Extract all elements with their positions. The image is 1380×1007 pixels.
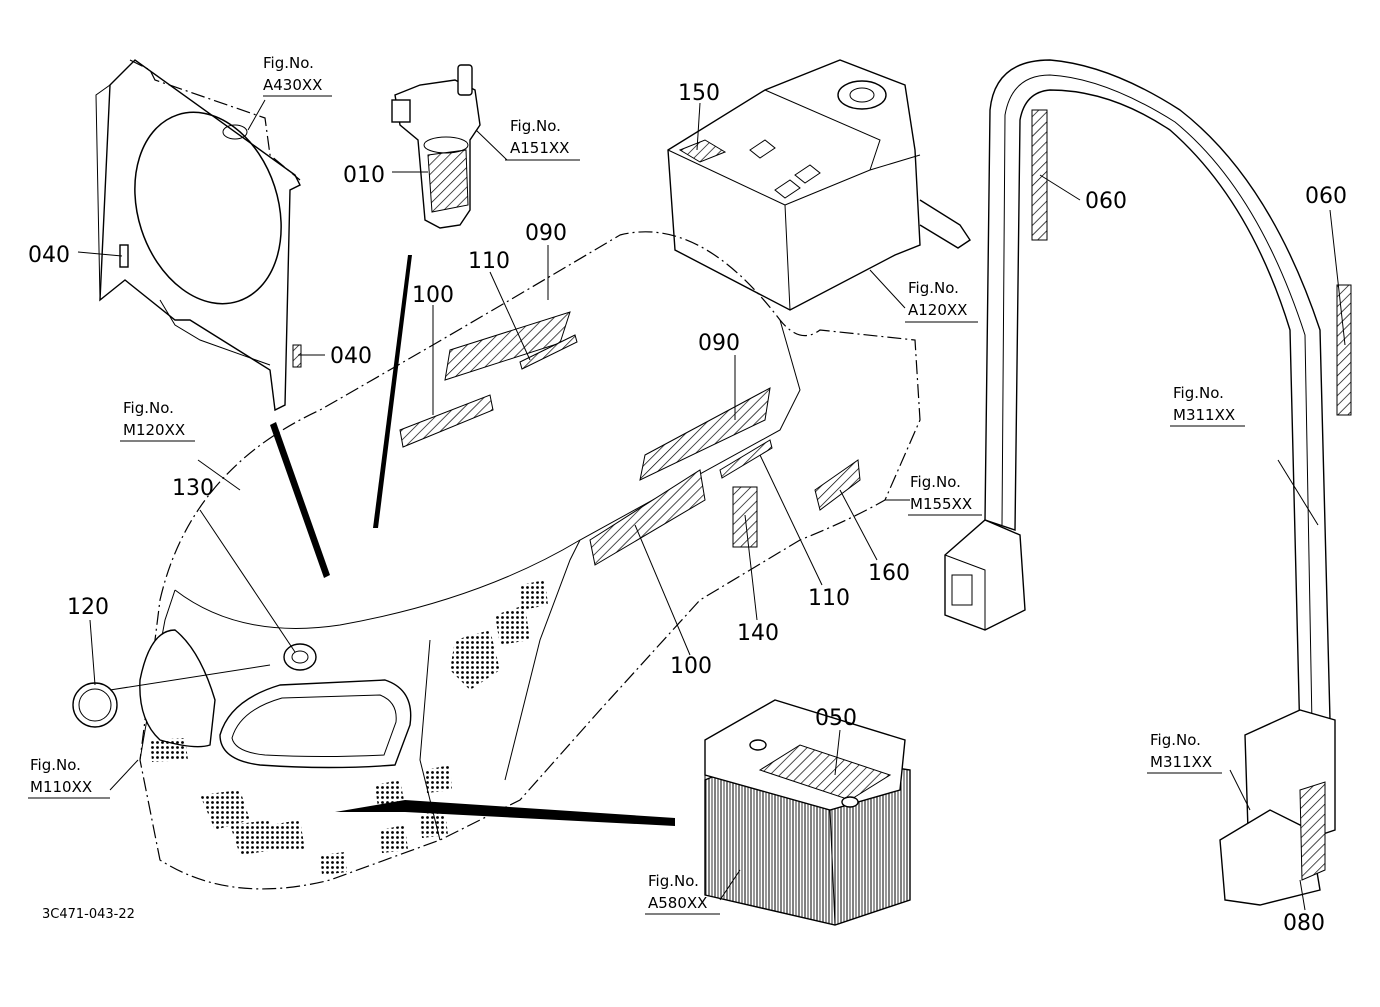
fig-ref-a151: Fig.No. A151XX (505, 117, 580, 161)
fuel-tank (667, 59, 971, 311)
fig-ref-a120: Fig.No. A120XX (905, 279, 978, 323)
fig-ref-m311-bottom: Fig.No. M311XX (1147, 731, 1222, 774)
label-080-mark (1299, 781, 1326, 881)
callout-150: 150 (678, 81, 720, 106)
part-callouts: 010 040 040 050 060 060 080 090 090 100 … (28, 81, 1347, 936)
label-040-bottom-mark (292, 344, 302, 368)
callout-080: 080 (1283, 911, 1325, 936)
fig-ref-m311-bottom-number: M311XX (1150, 753, 1212, 771)
rops-frame (944, 59, 1352, 906)
fig-ref-m155: Fig.No. M155XX (908, 473, 982, 516)
fig-ref-m120-prefix: Fig.No. (123, 399, 174, 417)
fig-ref-m110-prefix: Fig.No. (30, 756, 81, 774)
fuel-filter (391, 64, 481, 229)
fig-ref-a120-prefix: Fig.No. (908, 279, 959, 297)
callout-060-right: 060 (1305, 184, 1347, 209)
fig-ref-m311-bottom-prefix: Fig.No. (1150, 731, 1201, 749)
callout-110-top: 110 (468, 249, 510, 274)
fig-ref-a430: Fig.No. A430XX (263, 54, 332, 97)
drawing-code: 3C471-043-22 (42, 907, 135, 922)
fig-ref-m155-prefix: Fig.No. (910, 473, 961, 491)
label-160-mark (814, 459, 861, 511)
callout-050: 050 (815, 706, 857, 731)
fig-ref-m155-number: M155XX (910, 495, 972, 513)
label-060-left-mark (1031, 109, 1048, 241)
fig-ref-m110: Fig.No. M110XX (28, 756, 110, 799)
hood-assembly (139, 231, 921, 890)
label-110-bottom-mark (719, 439, 773, 479)
label-110-top-mark (519, 334, 578, 370)
fig-ref-a120-number: A120XX (908, 301, 967, 319)
label-150-mark (678, 139, 727, 163)
fig-ref-m311-top-prefix: Fig.No. (1173, 384, 1224, 402)
label-100-bottom-mark (589, 469, 706, 566)
label-090-mid-mark (639, 387, 771, 481)
fig-ref-m311-top-number: M311XX (1173, 406, 1235, 424)
label-010-mark (427, 149, 469, 213)
label-050-mark (758, 744, 892, 801)
radiator-shroud (95, 59, 302, 412)
fig-ref-m120: Fig.No. M120XX (120, 399, 195, 442)
fig-ref-a430-number: A430XX (263, 76, 322, 94)
callout-100-bottom: 100 (670, 654, 712, 679)
callout-120: 120 (67, 595, 109, 620)
gauge-120 (72, 682, 118, 728)
callout-100-top: 100 (412, 283, 454, 308)
fig-ref-a151-number: A151XX (510, 139, 569, 157)
label-060-right-mark (1336, 284, 1352, 416)
arrows (270, 255, 675, 826)
callout-160: 160 (868, 561, 910, 586)
battery (704, 699, 911, 926)
callout-090-top: 090 (525, 221, 567, 246)
fig-ref-a580-prefix: Fig.No. (648, 872, 699, 890)
callout-060-left: 060 (1085, 189, 1127, 214)
fig-ref-a580-number: A580XX (648, 894, 707, 912)
fig-ref-m110-number: M110XX (30, 778, 92, 796)
fig-ref-a580: Fig.No. A580XX (645, 872, 720, 915)
label-100-top-mark (399, 394, 494, 448)
fig-ref-m120-number: M120XX (123, 421, 185, 439)
callout-090-mid: 090 (698, 331, 740, 356)
callout-010: 010 (343, 163, 385, 188)
callout-140: 140 (737, 621, 779, 646)
callout-130: 130 (172, 476, 214, 501)
callout-040-bottom: 040 (330, 344, 372, 369)
fig-ref-m311-top: Fig.No. M311XX (1170, 384, 1245, 427)
callout-040-top: 040 (28, 243, 70, 268)
leader-lines (77, 99, 1346, 911)
label-090-top-mark (444, 311, 571, 381)
fig-ref-a151-prefix: Fig.No. (510, 117, 561, 135)
callout-110-bottom: 110 (808, 586, 850, 611)
fig-ref-a430-prefix: Fig.No. (263, 54, 314, 72)
